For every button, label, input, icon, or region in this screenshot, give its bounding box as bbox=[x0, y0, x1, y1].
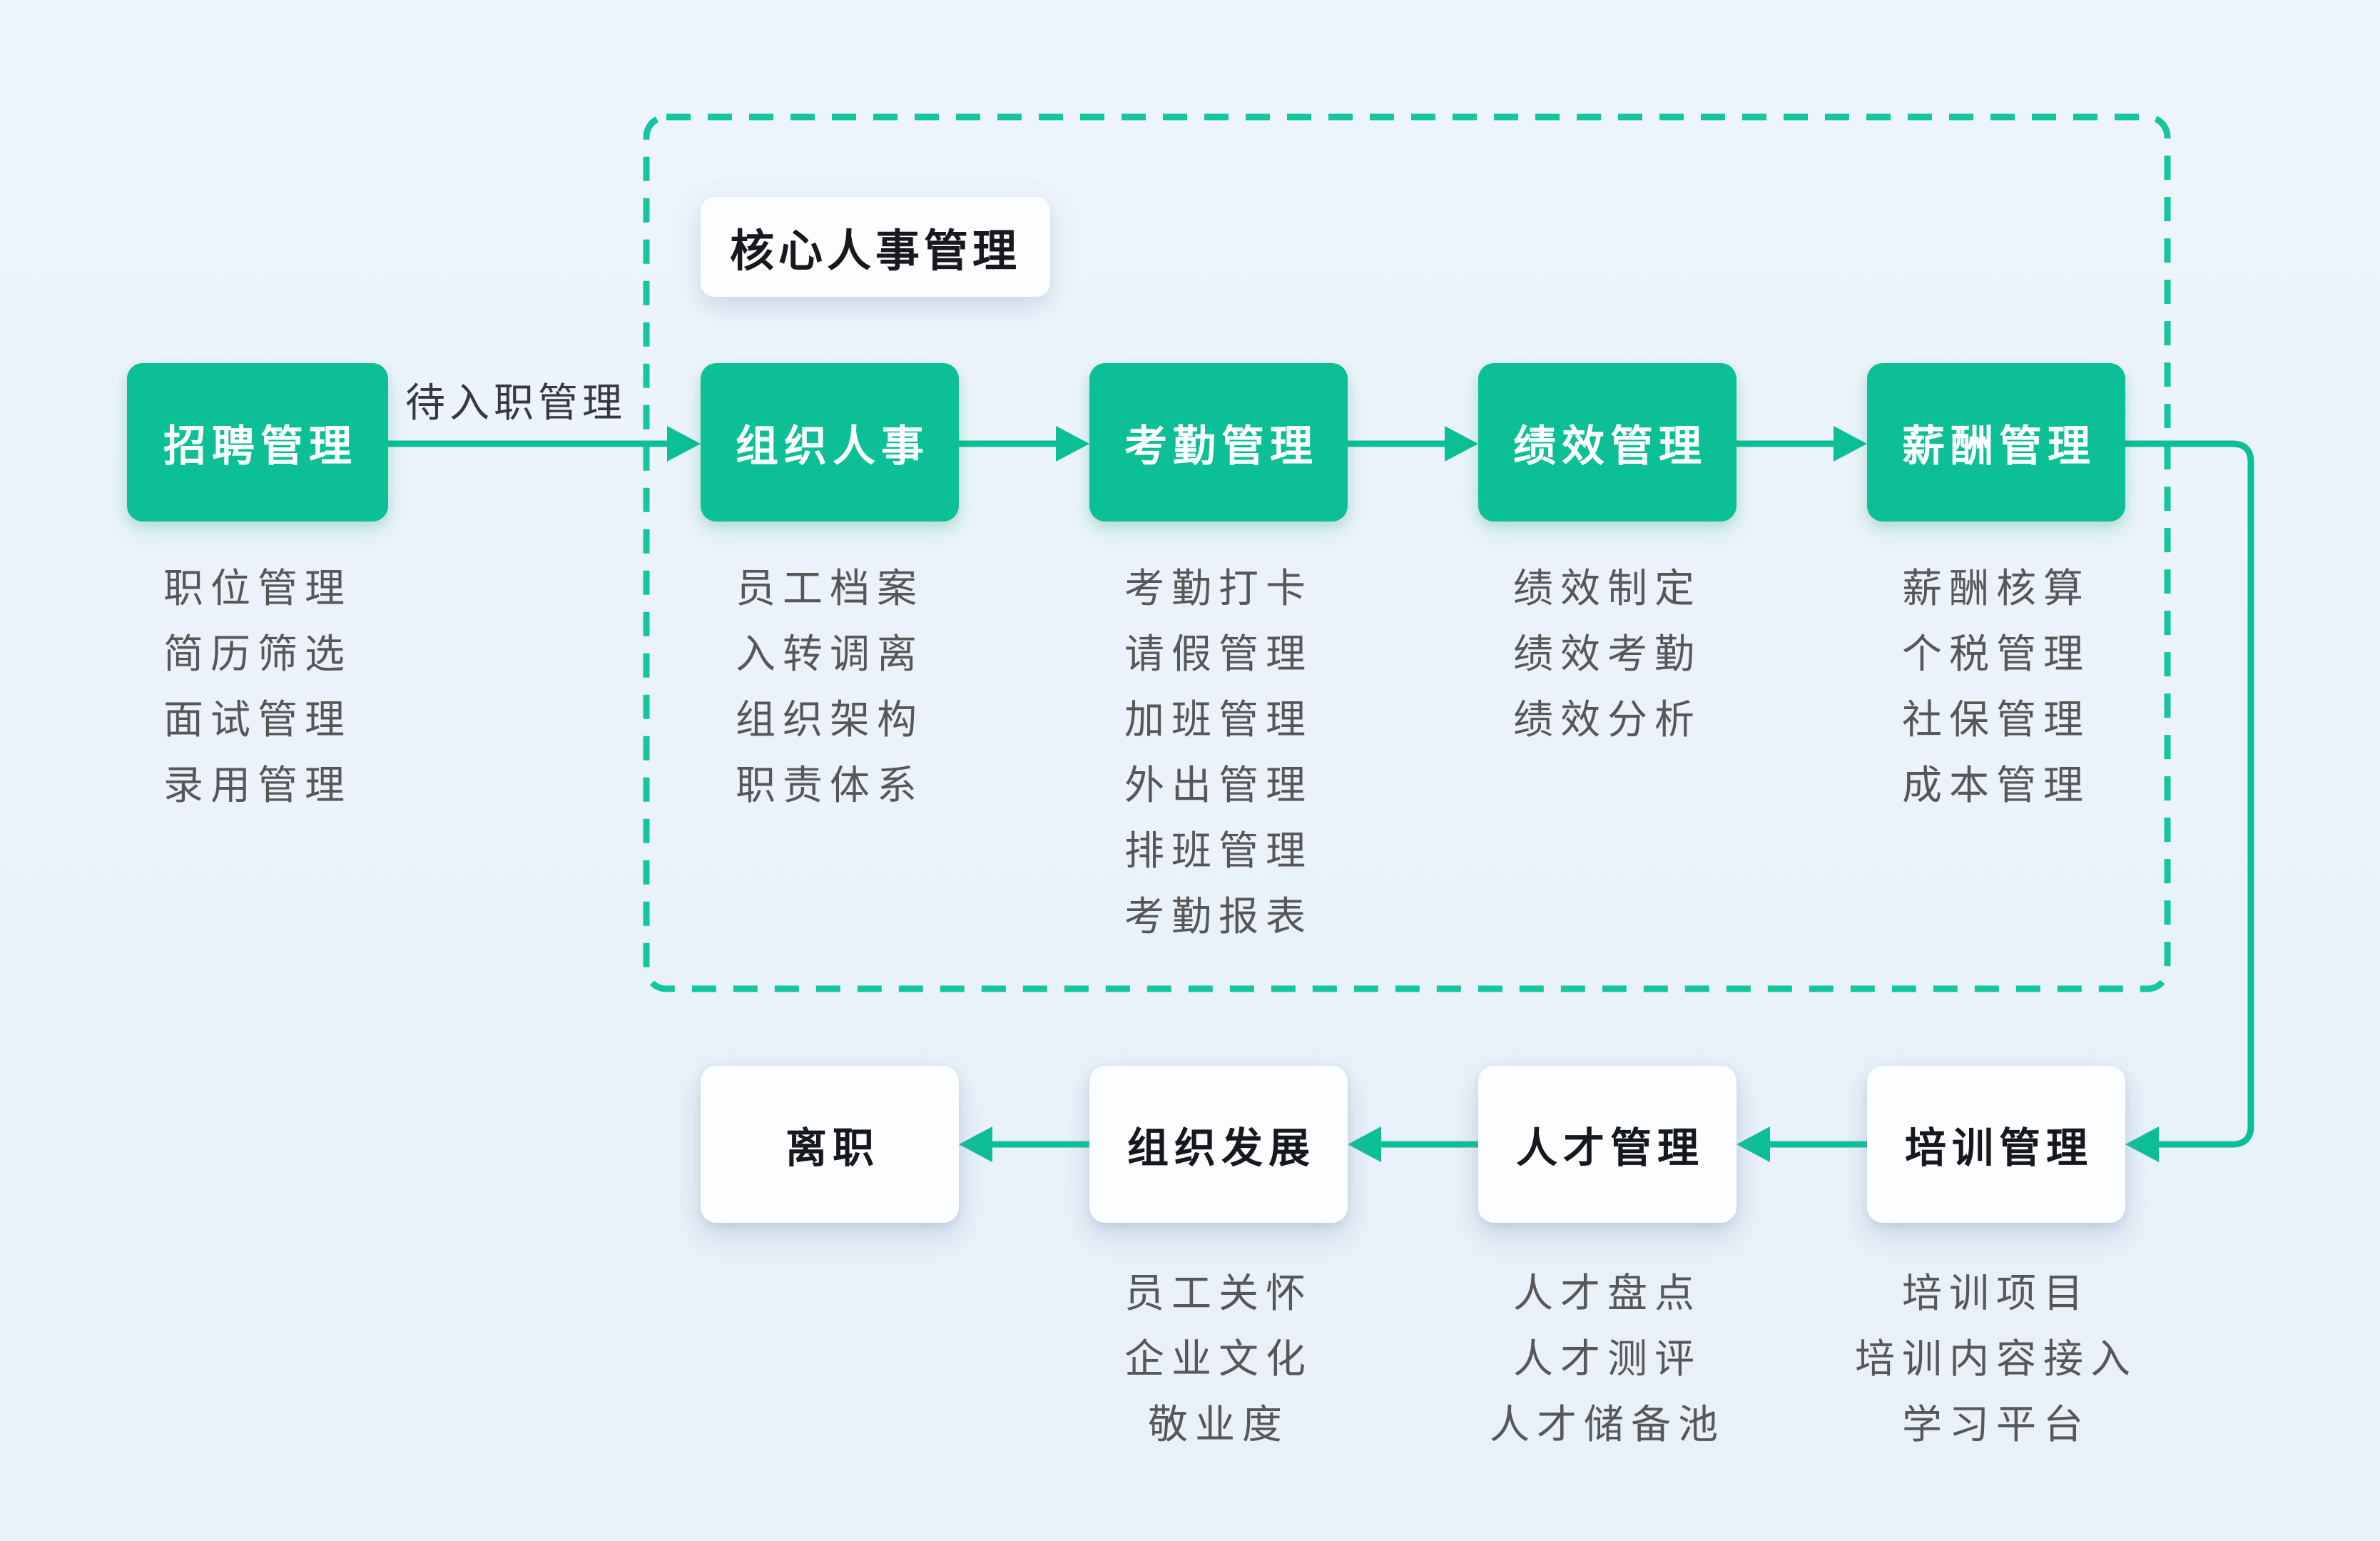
arrowhead bbox=[1445, 426, 1478, 462]
list-organization-items: 员工档案入转调离组织架构职责体系 bbox=[651, 556, 1008, 818]
list-item: 成本管理 bbox=[1902, 763, 2090, 808]
list-item: 人才储备池 bbox=[1490, 1402, 1725, 1447]
list-item: 组织架构 bbox=[736, 697, 924, 742]
list-recruitment-items: 职位管理简历筛选面试管理录用管理 bbox=[79, 556, 436, 818]
node-performance-management: 绩效管理 bbox=[1478, 363, 1736, 522]
list-item: 人才盘点 bbox=[1513, 1271, 1702, 1316]
arrowhead bbox=[1834, 426, 1867, 462]
arrowhead bbox=[1056, 426, 1089, 462]
list-item: 考勤报表 bbox=[1124, 894, 1313, 939]
list-item: 考勤打卡 bbox=[1124, 566, 1313, 611]
core-hr-group-label: 核心人事管理 bbox=[701, 197, 1050, 297]
arrowhead bbox=[1348, 1126, 1381, 1162]
flow-label-pending-onboarding: 待入职管理 bbox=[405, 380, 626, 425]
node-organization-development: 组织发展 bbox=[1089, 1066, 1348, 1223]
list-item: 个税管理 bbox=[1902, 631, 2090, 676]
node-recruitment-management: 招聘管理 bbox=[127, 363, 388, 522]
core-hr-group-border bbox=[643, 113, 2171, 992]
list-orgdev-items: 员工关怀企业文化敬业度 bbox=[1040, 1261, 1397, 1458]
list-item: 职位管理 bbox=[163, 566, 352, 611]
node-attendance-management: 考勤管理 bbox=[1089, 363, 1348, 522]
list-performance-items: 绩效制定绩效考勤绩效分析 bbox=[1429, 556, 1786, 753]
list-training-items: 培训项目培训内容接入学习平台 bbox=[1818, 1261, 2175, 1458]
list-item: 请假管理 bbox=[1124, 631, 1313, 676]
node-resignation: 离职 bbox=[701, 1066, 959, 1223]
arrowhead bbox=[667, 426, 701, 462]
list-item: 加班管理 bbox=[1124, 697, 1313, 742]
list-item: 职责体系 bbox=[736, 763, 924, 808]
list-item: 企业文化 bbox=[1124, 1336, 1313, 1381]
node-organization-personnel: 组织人事 bbox=[701, 363, 959, 522]
list-item: 绩效分析 bbox=[1513, 697, 1702, 742]
list-item: 面试管理 bbox=[163, 697, 352, 742]
list-item: 培训内容接入 bbox=[1855, 1336, 2137, 1381]
list-item: 员工档案 bbox=[736, 566, 924, 611]
list-item: 外出管理 bbox=[1124, 763, 1313, 808]
list-talent-items: 人才盘点人才测评人才储备池 bbox=[1429, 1261, 1786, 1458]
list-item: 绩效制定 bbox=[1513, 566, 1702, 611]
list-item: 培训项目 bbox=[1902, 1271, 2090, 1316]
list-item: 录用管理 bbox=[163, 763, 352, 808]
list-item: 简历筛选 bbox=[163, 631, 352, 676]
list-item: 敬业度 bbox=[1148, 1402, 1289, 1447]
list-item: 薪酬核算 bbox=[1902, 566, 2090, 611]
connector-salary-to-training bbox=[2125, 440, 2254, 1148]
list-salary-items: 薪酬核算个税管理社保管理成本管理 bbox=[1818, 556, 2175, 818]
list-item: 人才测评 bbox=[1513, 1336, 1702, 1381]
list-item: 社保管理 bbox=[1902, 697, 2090, 742]
list-attendance-items: 考勤打卡请假管理加班管理外出管理排班管理考勤报表 bbox=[1040, 556, 1397, 950]
list-item: 入转调离 bbox=[736, 631, 924, 676]
node-salary-management: 薪酬管理 bbox=[1867, 363, 2125, 522]
arrowhead bbox=[959, 1126, 992, 1162]
list-item: 绩效考勤 bbox=[1513, 631, 1702, 676]
list-item: 排班管理 bbox=[1124, 828, 1313, 873]
node-training-management: 培训管理 bbox=[1867, 1066, 2125, 1223]
arrowhead bbox=[1736, 1126, 1770, 1162]
arrowhead bbox=[2125, 1126, 2159, 1162]
list-item: 学习平台 bbox=[1902, 1402, 2090, 1447]
list-item: 员工关怀 bbox=[1124, 1271, 1313, 1316]
node-talent-management: 人才管理 bbox=[1478, 1066, 1736, 1223]
